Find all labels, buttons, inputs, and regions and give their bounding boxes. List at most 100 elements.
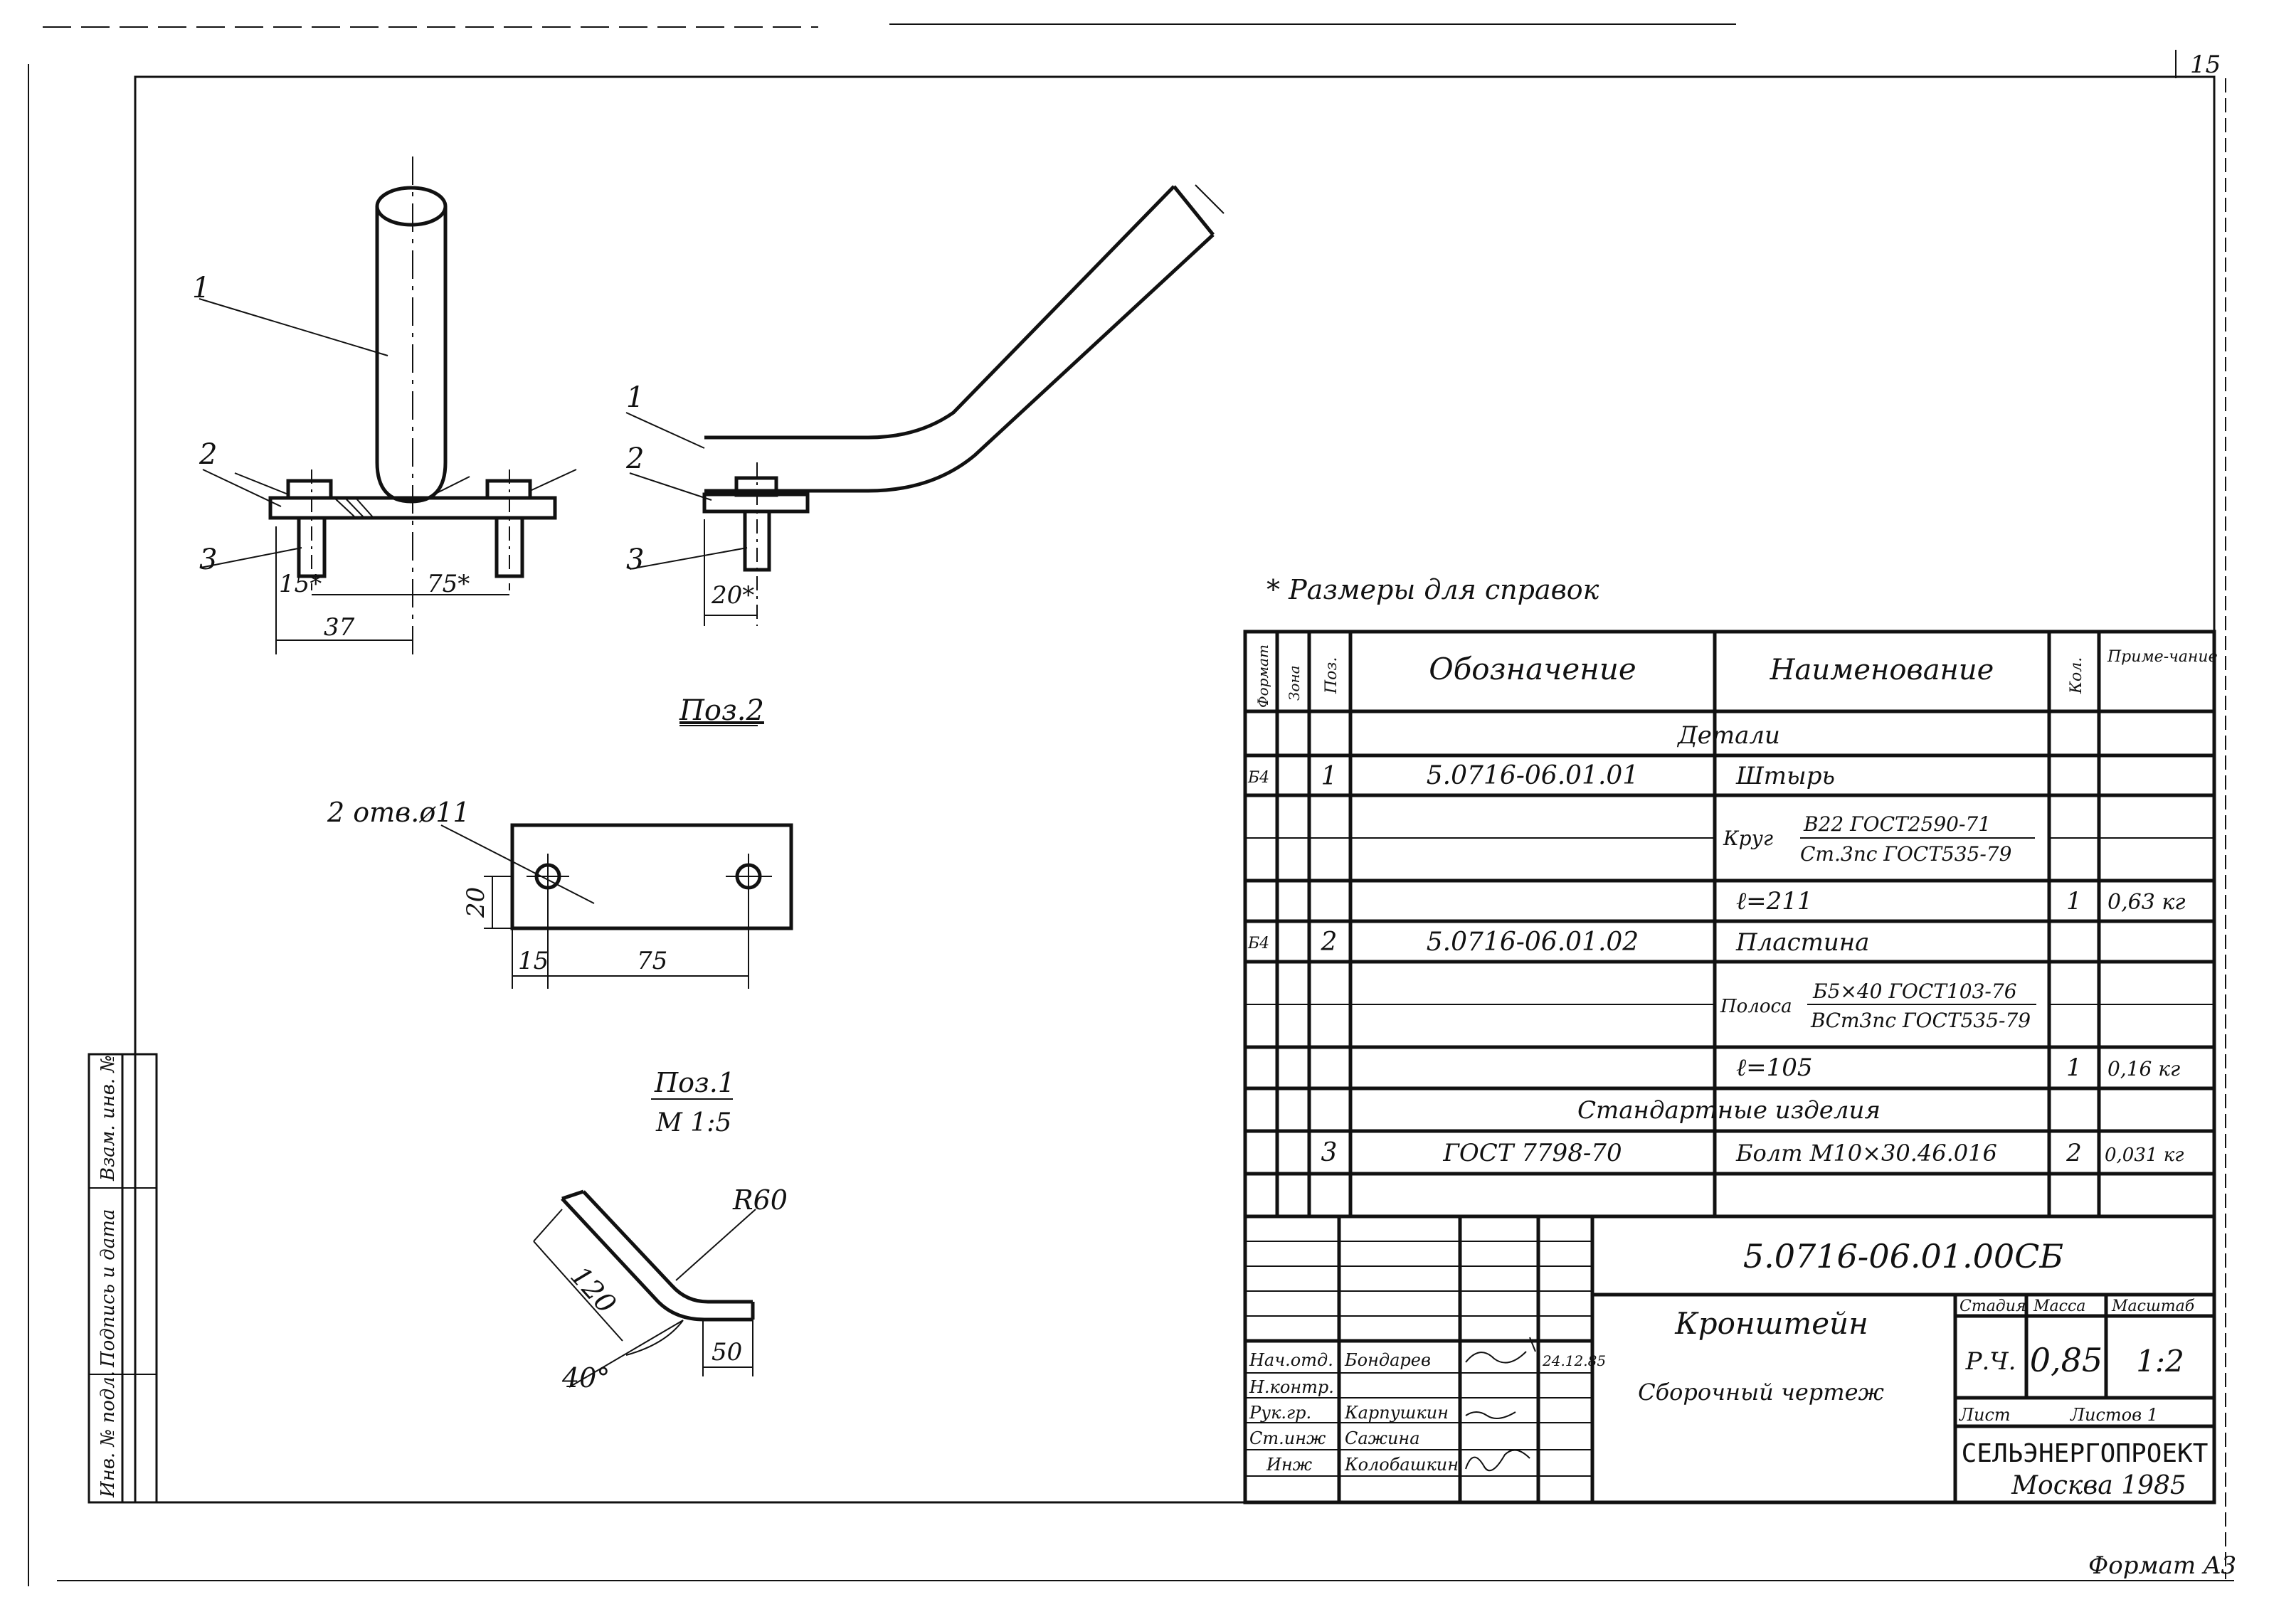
dim-20: 20* xyxy=(711,581,754,610)
row5-name-prefix: Полоса xyxy=(1720,996,1792,1017)
bend-radius-leader xyxy=(675,1209,756,1281)
row2-name-top: В22 ГОСТ2590-71 xyxy=(1803,812,1991,836)
bend-outer xyxy=(561,1197,753,1322)
bend-r: R60 xyxy=(732,1184,788,1216)
doc-title: Кронштейн xyxy=(1674,1306,1868,1341)
bend-dim-120-ext xyxy=(533,1209,563,1242)
row4-pos: 2 xyxy=(1321,928,1338,957)
section-standard: Стандартные изделия xyxy=(1577,1096,1881,1125)
sheet-label: Лист xyxy=(1959,1405,2011,1425)
plate-dim-15: 15 xyxy=(518,947,549,975)
row7-designation: ГОСТ 7798-70 xyxy=(1442,1139,1622,1167)
bend-50: 50 xyxy=(712,1338,742,1366)
stage-value: Р.Ч. xyxy=(1965,1347,2016,1376)
signature-1 xyxy=(1465,1337,1536,1364)
scale-value: 1:2 xyxy=(2136,1344,2184,1379)
mass-value: 0,85 xyxy=(2030,1341,2103,1379)
org-name: СЕЛЬЭНЕРГОПРОЕКТ xyxy=(1962,1439,2209,1468)
leader-1 xyxy=(199,298,388,356)
view-plate: 2 отв.ø11 20 15 75 Поз.1 М 1:5 xyxy=(327,797,793,1137)
role-5: Инж xyxy=(1266,1455,1313,1475)
row7-pos: 3 xyxy=(1321,1138,1338,1167)
org-city: Москва 1985 xyxy=(2011,1471,2186,1500)
view-poz1-label: Поз.1 xyxy=(654,1067,735,1098)
holes-label: 2 отв.ø11 xyxy=(327,797,470,828)
title-block-frame xyxy=(1243,1214,2216,1504)
role-2: Н.контр. xyxy=(1249,1377,1334,1397)
header-format: Формат xyxy=(1254,644,1271,708)
plate-side xyxy=(268,496,557,520)
view-poz2-label: Поз.2 xyxy=(679,694,764,727)
row1-pos: 1 xyxy=(1321,762,1338,791)
row4-name: Пластина xyxy=(1735,928,1869,957)
bolt-head-left xyxy=(286,479,333,500)
dim-75: 75* xyxy=(427,570,470,598)
doc-code: 5.0716-06.01.00СБ xyxy=(1743,1237,2063,1275)
row1-name: Штырь xyxy=(1735,762,1835,790)
bend-angle-arc xyxy=(625,1320,684,1356)
bend-40: 40° xyxy=(561,1362,610,1394)
row1-format: Б4 xyxy=(1247,769,1269,787)
bend-120: 120 xyxy=(564,1261,622,1320)
row6-name: ℓ=105 xyxy=(1736,1054,1813,1082)
row4-designation: 5.0716-06.01.02 xyxy=(1427,928,1639,957)
bend-inner xyxy=(582,1190,753,1304)
plate-dim-75: 75 xyxy=(637,947,667,975)
leader-2b xyxy=(234,472,289,495)
row5-name-top: Б5×40 ГОСТ103-76 xyxy=(1812,980,2017,1003)
row7-qty: 2 xyxy=(2066,1139,2082,1167)
plate-dim-20: 20 xyxy=(462,887,490,918)
rod-end xyxy=(1173,185,1215,236)
corner-number: 15 xyxy=(2190,51,2221,79)
row6-qty: 1 xyxy=(2066,1054,2082,1082)
callout-1: 1 xyxy=(192,272,210,304)
role-4: Ст.инж xyxy=(1249,1428,1326,1448)
dim-15: 15* xyxy=(279,570,322,598)
reference-note: * Размеры для справок xyxy=(1266,574,1599,605)
spec-table-frame xyxy=(1243,630,2216,1219)
pin-body xyxy=(375,206,448,504)
bend-start xyxy=(561,1189,584,1201)
pin-top-ellipse xyxy=(375,186,448,227)
callout-3: 3 xyxy=(199,543,217,576)
signature-3 xyxy=(1465,1411,1516,1419)
header-pos: Поз. xyxy=(1323,657,1340,694)
left-strip-label-swap: Взам. инв. № xyxy=(97,1055,119,1182)
weld-mark-right xyxy=(529,469,577,492)
leader-v2-2 xyxy=(629,472,712,501)
view-pin-assembly: 1 2 3 15* 75* 37 xyxy=(192,156,577,654)
role-4-name: Сажина xyxy=(1345,1428,1420,1448)
header-name: Наименование xyxy=(1770,654,1994,686)
weld-hatch xyxy=(334,497,374,519)
role-3: Рук.гр. xyxy=(1249,1403,1311,1423)
role-1: Нач.отд. xyxy=(1249,1350,1333,1370)
view-bend-detail: R60 120 40° 50 xyxy=(533,1184,788,1394)
row7-name: Болт М10×30.46.016 xyxy=(1735,1140,1997,1167)
format-label: Формат A3 xyxy=(2088,1551,2236,1580)
header-note: Приме-чание xyxy=(2107,648,2218,666)
sheets-label: Листов 1 xyxy=(2070,1405,2158,1425)
role-5-name: Колобашкин xyxy=(1344,1455,1459,1475)
callout-v2-2: 2 xyxy=(625,442,644,475)
stage-label: Стадия xyxy=(1959,1297,2026,1315)
rod-upper-edge xyxy=(704,185,1175,440)
row1-designation: 5.0716-06.01.01 xyxy=(1427,761,1639,790)
header-qty: Кол. xyxy=(2068,657,2085,694)
callout-v2-1: 1 xyxy=(626,381,644,414)
rod-lower-edge xyxy=(704,233,1215,493)
row2-name-bottom: Ст.3пс ГОСТ535-79 xyxy=(1800,842,2011,866)
leader-v2-1 xyxy=(625,412,705,449)
leader-3 xyxy=(200,547,302,568)
rod-plate xyxy=(702,492,810,514)
signature-5 xyxy=(1465,1449,1530,1472)
header-zone: Зона xyxy=(1286,665,1303,701)
spec-table: Формат Зона Поз. Обозначение Наименовани… xyxy=(1243,630,2218,1219)
weld-mark-center xyxy=(426,476,470,499)
holes-leader xyxy=(440,824,595,904)
role-1-date: 24.12.85 xyxy=(1542,1352,1606,1369)
left-strip-label-inv: Инв. № подл. xyxy=(97,1371,119,1498)
leader-2 xyxy=(202,469,282,507)
leader-v2-3 xyxy=(629,547,748,570)
role-3-name: Карпушкин xyxy=(1344,1403,1449,1423)
